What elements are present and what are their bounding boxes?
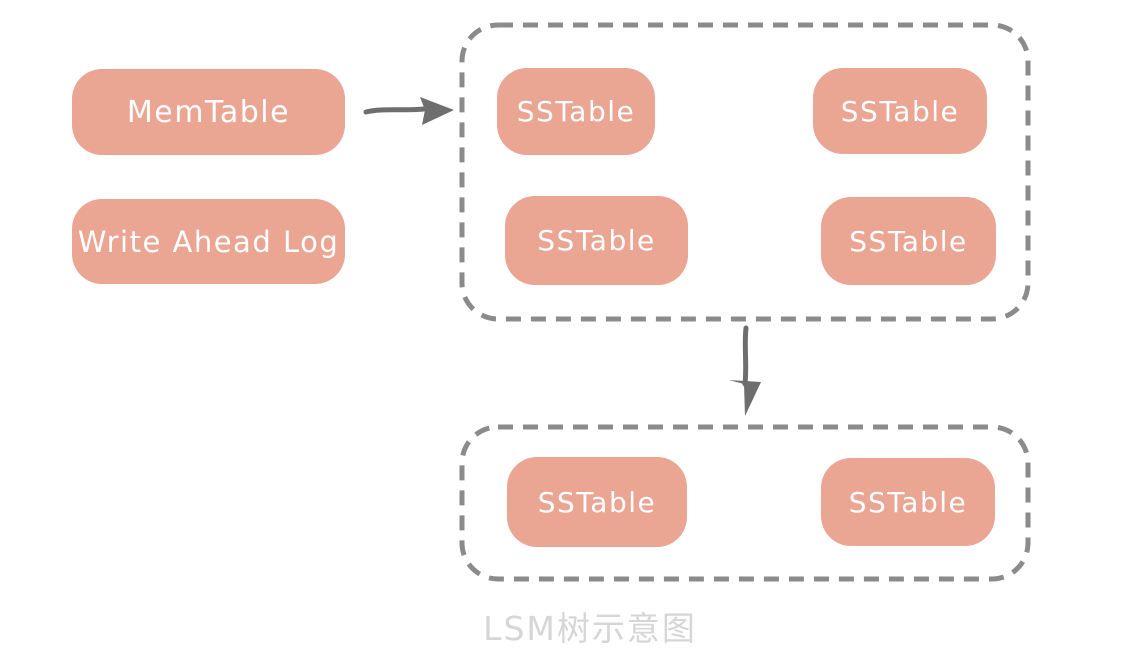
sstable-node: SSTable <box>505 196 688 285</box>
sstable-node: SSTable <box>813 68 987 154</box>
level1-dashed-container <box>459 22 1031 322</box>
arrow-right-icon <box>363 97 454 125</box>
arrow-down-icon <box>729 325 761 416</box>
diagram-caption: LSM树示意图 <box>483 609 697 648</box>
level2-dashed-container <box>459 424 1031 582</box>
sstable-node: SSTable <box>507 457 687 547</box>
memtable-node: MemTable <box>72 69 345 155</box>
sstable-node: SSTable <box>821 197 996 285</box>
sstable-node: SSTable <box>497 68 655 155</box>
sstable-node: SSTable <box>821 458 995 546</box>
write-ahead-log-node: Write Ahead Log <box>72 199 345 284</box>
